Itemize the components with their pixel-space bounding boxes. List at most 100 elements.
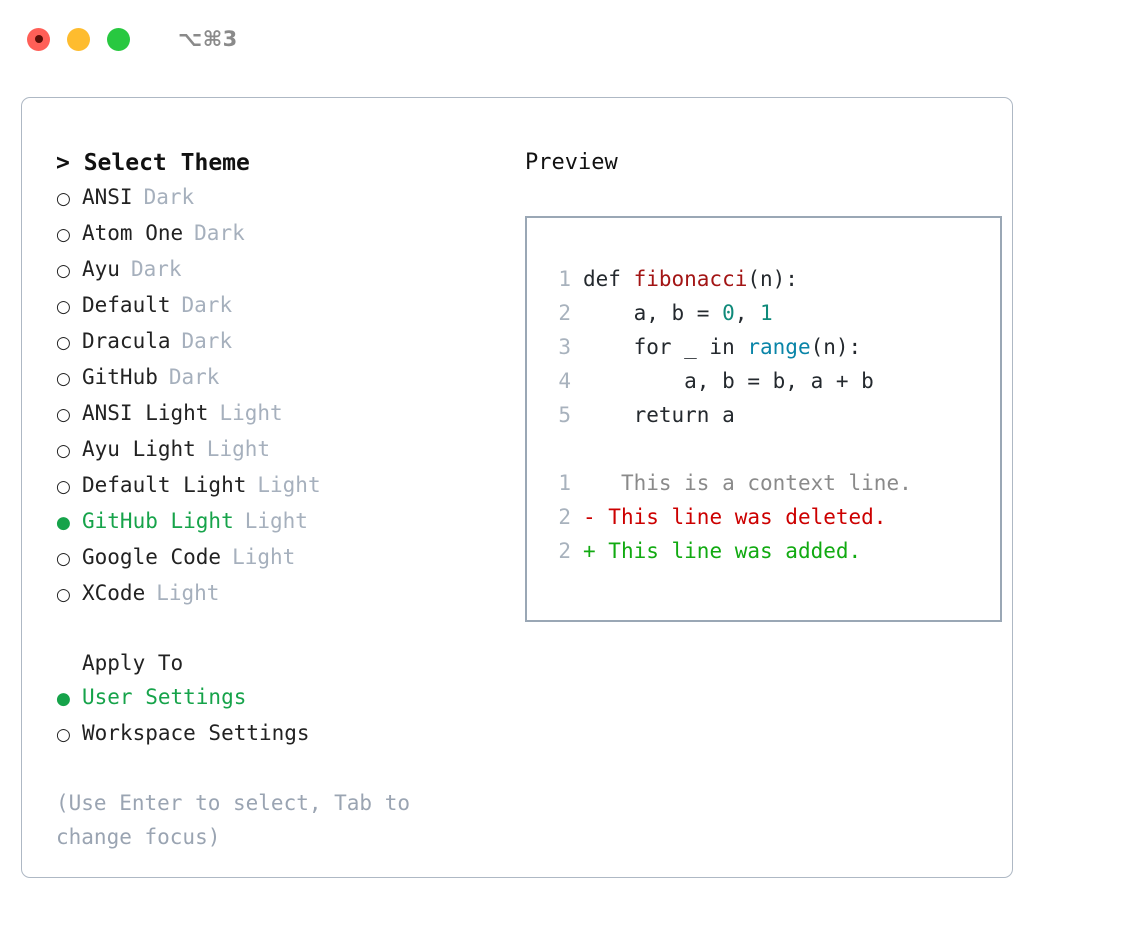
radio-unselected-icon: ○: [56, 189, 71, 209]
apply-to-option-label: Workspace Settings: [82, 721, 310, 745]
code-line-content: a, b = 0, 1: [583, 296, 773, 330]
radio-selected-icon: ●: [56, 689, 71, 709]
theme-variant-tag: Dark: [194, 221, 245, 245]
theme-option-label: Google Code: [82, 545, 222, 569]
line-number: 1: [558, 267, 571, 291]
diff-line-text: This line was added.: [595, 539, 862, 563]
diff-line-ctx: 1 This is a context line.: [547, 466, 1000, 500]
theme-variant-tag: Dark: [130, 257, 182, 281]
diff-marker: -: [583, 505, 596, 529]
theme-option-github-light[interactable]: ● GitHub Light Light: [56, 504, 503, 540]
code-line-content: return a: [583, 398, 735, 432]
diff-line-text: This is a context line.: [595, 471, 912, 495]
line-number: 3: [558, 335, 571, 359]
diff-line-add: 2 + This line was added.: [547, 534, 1000, 568]
theme-variant-tag: Dark: [143, 185, 195, 209]
line-number: 4: [558, 369, 571, 393]
theme-option-label: Default Light: [82, 473, 247, 497]
theme-option-label: XCode: [82, 581, 146, 605]
theme-option-label: Default: [82, 293, 171, 317]
code-line: 5 return a: [547, 398, 1000, 432]
theme-variant-tag: Light: [156, 581, 220, 605]
theme-option-label: Atom One: [82, 221, 184, 245]
code-token-plain: (n):: [810, 335, 862, 359]
code-line: 1 def fibonacci(n):: [547, 262, 1000, 296]
line-number: 1: [558, 471, 571, 495]
apply-to-list[interactable]: ● User Settings ○ Workspace Settings: [56, 680, 503, 752]
keyboard-hint-text: (Use Enter to select, Tab to change focu…: [56, 791, 411, 849]
code-token-num: 1: [760, 301, 773, 325]
line-number: 2: [558, 301, 571, 325]
code-line-content: for _ in range(n):: [583, 330, 862, 364]
apply-to-option-label: User Settings: [82, 685, 247, 709]
theme-variant-tag: Dark: [181, 329, 233, 353]
theme-option-ansi-light[interactable]: ○ ANSI Light Light: [56, 396, 503, 432]
radio-unselected-icon: ○: [56, 261, 71, 281]
close-button[interactable]: [27, 27, 50, 51]
minimize-button[interactable]: [67, 27, 90, 51]
radio-unselected-icon: ○: [56, 549, 71, 569]
theme-option-label: GitHub Light: [82, 509, 234, 533]
preview-heading: Preview: [525, 150, 618, 175]
theme-variant-tag: Light: [232, 545, 296, 569]
code-line-content: def fibonacci(n):: [583, 262, 798, 296]
apply-to-heading: Apply To: [82, 651, 184, 675]
code-token-plain: ,: [734, 301, 761, 325]
code-line: 3 for _ in range(n):: [547, 330, 1000, 364]
theme-option-label: Dracula: [82, 329, 171, 353]
theme-variant-tag: Light: [244, 509, 308, 533]
window-titlebar: ⌥⌘3: [0, 0, 1140, 78]
code-token-fn: fibonacci: [633, 267, 748, 291]
theme-option-label: Ayu: [82, 257, 120, 281]
radio-selected-icon: ●: [56, 513, 71, 533]
code-token-plain: a, b = b, a + b: [583, 369, 874, 393]
diff-marker: +: [583, 539, 596, 563]
theme-option-ayu[interactable]: ○ Ayu Dark: [56, 252, 503, 288]
radio-unselected-icon: ○: [56, 405, 71, 425]
theme-variant-tag: Dark: [168, 365, 220, 389]
traffic-lights: [27, 27, 130, 51]
theme-variant-tag: Dark: [181, 293, 233, 317]
theme-option-ayu-light[interactable]: ○ Ayu Light Light: [56, 432, 503, 468]
apply-to-option-user-settings[interactable]: ● User Settings: [56, 680, 503, 716]
theme-variant-tag: Light: [206, 437, 271, 461]
code-token-plain: return a: [583, 403, 735, 427]
code-token-plain: for _ in: [583, 335, 748, 359]
code-token-plain: (n):: [747, 267, 798, 291]
theme-variant-tag: Light: [257, 473, 321, 497]
code-token-plain: def: [583, 267, 634, 291]
code-token-call: range: [747, 335, 811, 359]
theme-option-label: ANSI Light: [82, 401, 209, 425]
radio-unselected-icon: ○: [56, 441, 71, 461]
theme-option-google-code[interactable]: ○ Google Code Light: [56, 540, 503, 576]
diff-line-text: This line was deleted.: [595, 505, 887, 529]
code-line: 2 a, b = 0, 1: [547, 296, 1000, 330]
radio-unselected-icon: ○: [56, 725, 71, 745]
code-token-num: 0: [722, 301, 735, 325]
code-line-content: a, b = b, a + b: [583, 364, 874, 398]
line-number: 2: [558, 505, 571, 529]
keyboard-shortcut-label: ⌥⌘3: [178, 27, 238, 51]
code-token-plain: a, b =: [583, 301, 723, 325]
line-number: 2: [558, 539, 571, 563]
diff-marker: [583, 466, 596, 500]
theme-variant-tag: Light: [219, 401, 283, 425]
apply-to-option-workspace-settings[interactable]: ○ Workspace Settings: [56, 716, 503, 752]
theme-option-label: Ayu Light: [82, 437, 196, 461]
maximize-button[interactable]: [107, 27, 130, 51]
theme-option-label: GitHub: [82, 365, 158, 389]
select-theme-heading: > Select Theme: [56, 150, 250, 176]
diff-line-del: 2- This line was deleted.: [547, 500, 1000, 534]
